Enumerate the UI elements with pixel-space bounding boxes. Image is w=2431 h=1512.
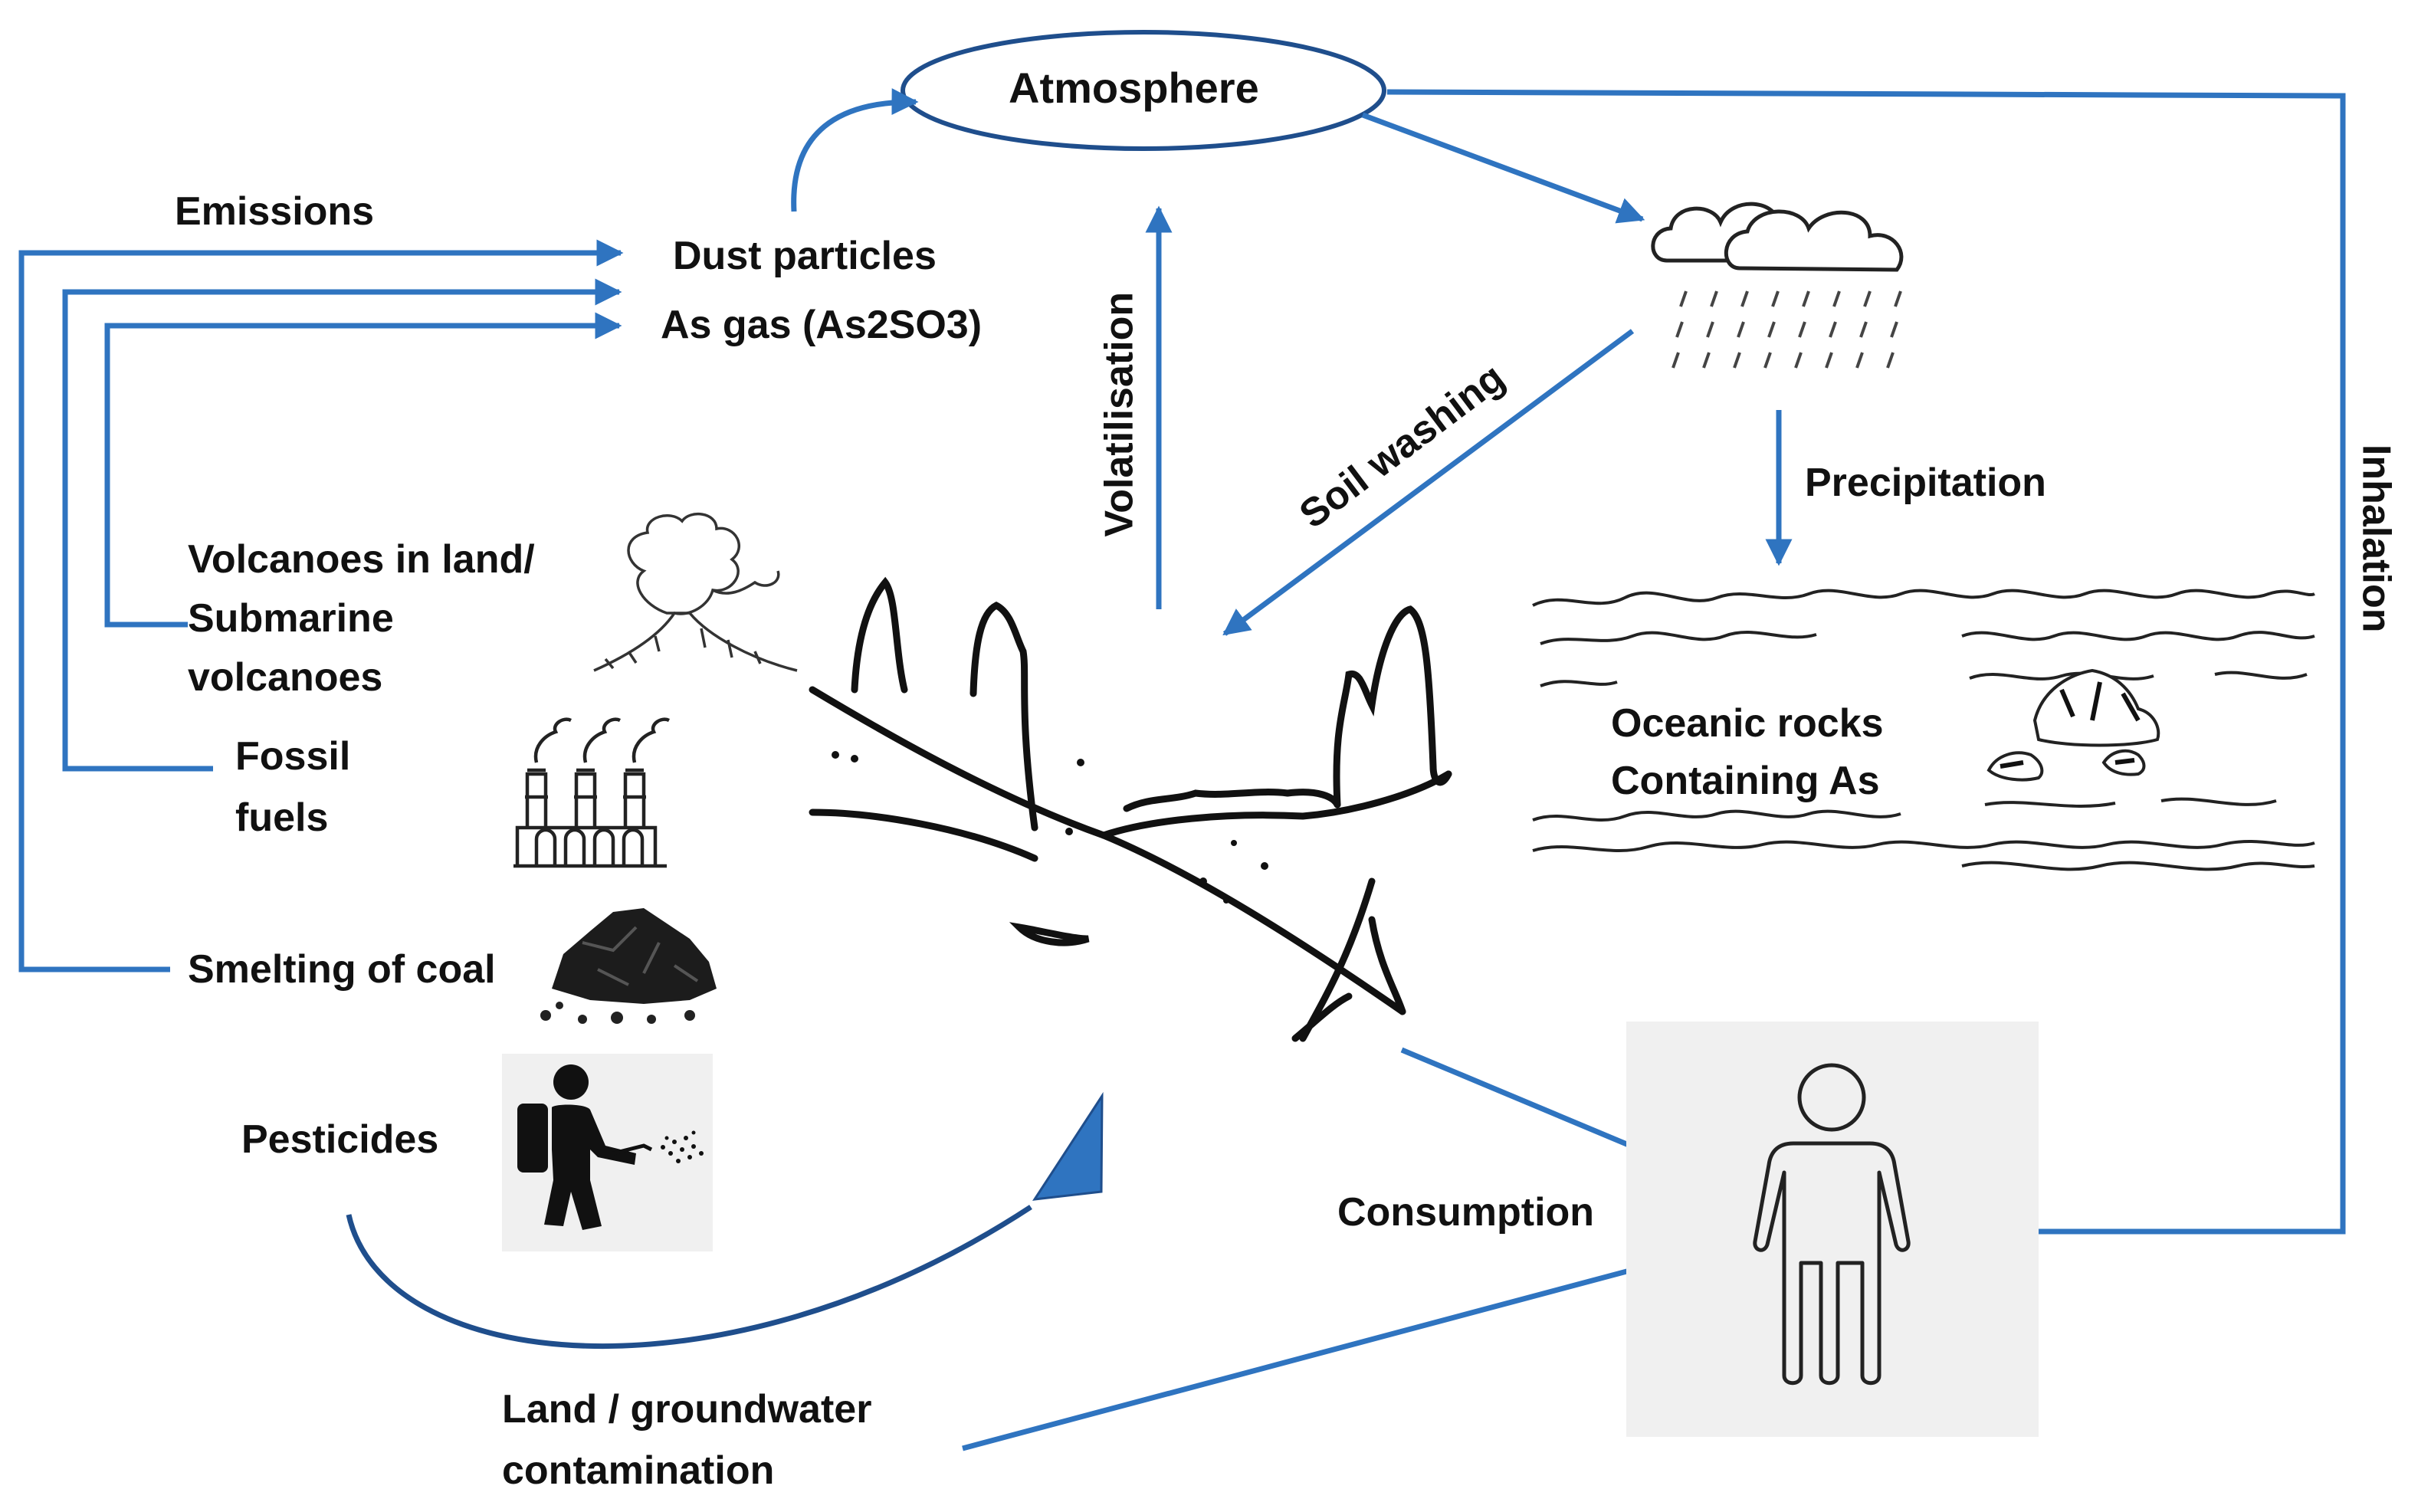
factory-icon	[513, 717, 671, 868]
volcano-emission-arrow	[104, 312, 622, 628]
groundwater-to-human-arrow	[962, 1244, 1708, 1451]
person-icon	[1753, 1063, 1911, 1386]
inhalation-label: Inhalation	[2354, 444, 2399, 633]
cloud-rain-icon	[1651, 202, 1904, 369]
pesticides-label: Pesticides	[241, 1117, 439, 1162]
volcanoes-label-line3: volcanoes	[188, 655, 383, 700]
fossil-fuels-label-line1: Fossil	[235, 734, 351, 779]
soil-washing-arrow	[1222, 329, 1635, 636]
as-gas-label: As gas (As2SO3)	[661, 303, 983, 347]
consumption-label: Consumption	[1337, 1190, 1595, 1235]
emission-arrows	[18, 239, 624, 972]
emissions-label: Emissions	[175, 189, 375, 234]
atmosphere-to-cloud-arrow	[1361, 112, 1645, 224]
volcanoes-label-line2: Submarine	[188, 596, 394, 641]
pesticide-curve-arrow	[346, 1205, 1032, 1350]
pesticide-arrowhead	[1032, 1091, 1104, 1201]
oceanic-rocks-label-line2: Containing As	[1611, 759, 1880, 803]
fossil-emission-arrow	[62, 278, 622, 772]
landscape-dots	[832, 751, 1268, 904]
inhalation-arrow	[1386, 89, 2346, 1245]
landscape-illustration	[809, 576, 1452, 1042]
person-panel	[1626, 1022, 2039, 1437]
land-groundwater-label-line1: Land / groundwater	[502, 1387, 872, 1432]
oceanic-rocks-label-line1: Oceanic rocks	[1611, 701, 1884, 746]
dust-to-atmosphere-arrow	[791, 88, 919, 212]
sprayer-icon	[517, 1064, 704, 1230]
atmosphere-label: Atmosphere	[1009, 64, 1259, 112]
land-groundwater-label-line2: contamination	[502, 1448, 775, 1493]
smelting-label: Smelting of coal	[188, 947, 496, 992]
volcano-icon	[593, 513, 798, 672]
dust-particles-label: Dust particles	[673, 234, 937, 278]
ocean-illustration	[1532, 589, 2315, 871]
ocean-rock-2	[1986, 751, 2044, 782]
fossil-fuels-label-line2: fuels	[235, 795, 329, 840]
smelting-emission-arrow	[18, 239, 624, 972]
coal-icon	[540, 908, 717, 1024]
volatilisation-label: Volatilisation	[1097, 291, 1142, 537]
precipitation-label: Precipitation	[1805, 461, 2046, 505]
volcanoes-label-line1: Volcanoes in land/	[188, 537, 535, 582]
